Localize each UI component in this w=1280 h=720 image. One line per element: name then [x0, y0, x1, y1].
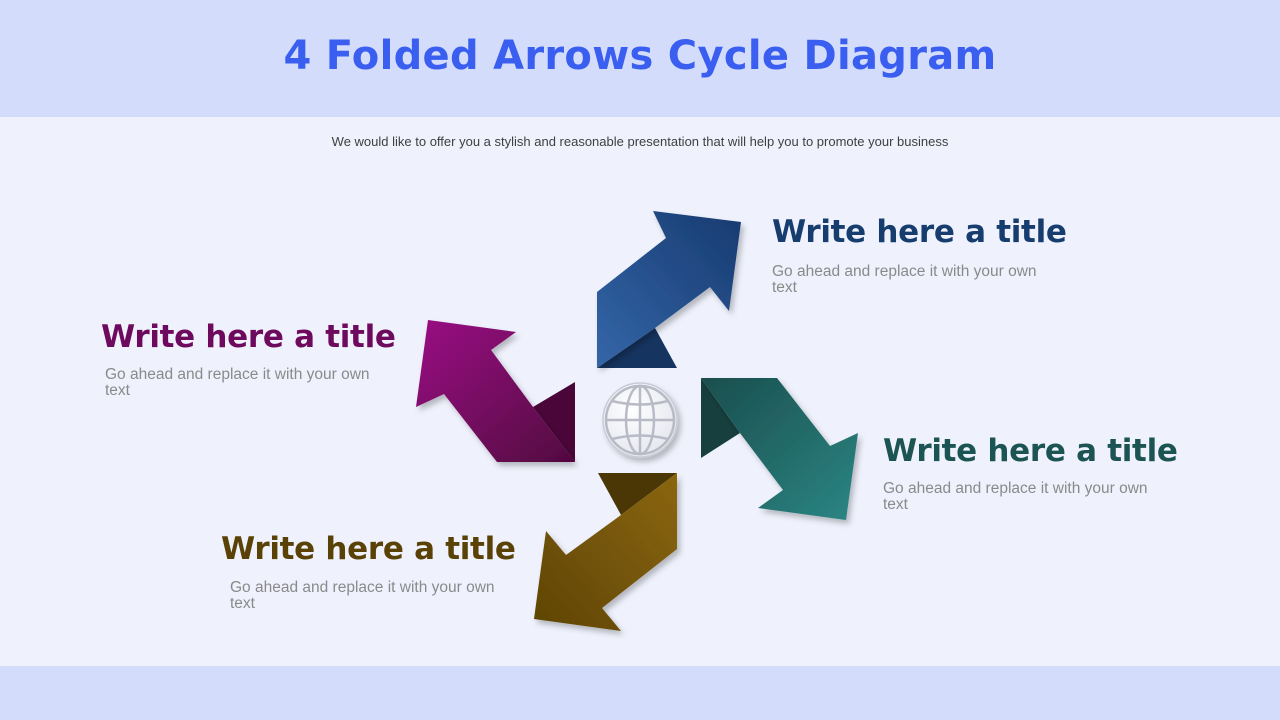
arrow-teal-body [701, 378, 858, 520]
block-title-right: Write here a title [883, 433, 1178, 469]
block-text-top-right: Go ahead and replace it with your own te… [772, 263, 1037, 296]
arrow-gold-body [534, 473, 677, 631]
block-text-left: Go ahead and replace it with your own te… [105, 366, 370, 399]
arrow-gold-fold [598, 473, 677, 515]
block-text-bottom-left: Go ahead and replace it with your own te… [230, 579, 495, 612]
block-title-bottom-left: Write here a title [221, 531, 516, 567]
arrow-purple-fold [533, 382, 575, 462]
arrow-blue [597, 211, 741, 368]
block-text-right: Go ahead and replace it with your own te… [883, 480, 1148, 513]
block-title-left: Write here a title [101, 319, 396, 355]
page-subtitle: We would like to offer you a stylish and… [331, 134, 949, 149]
footer-band [0, 666, 1280, 720]
arrow-teal-fold [701, 378, 740, 458]
arrow-gold [534, 473, 677, 631]
arrow-purple [416, 320, 575, 462]
block-title-top-right: Write here a title [772, 214, 1067, 250]
arrow-teal [701, 378, 858, 520]
page-title: 4 Folded Arrows Cycle Diagram [283, 33, 997, 79]
arrow-blue-body [597, 211, 741, 368]
globe-icon [602, 382, 678, 458]
arrow-blue-fold [597, 328, 677, 368]
header-band [0, 0, 1280, 117]
arrow-purple-body [416, 320, 575, 462]
